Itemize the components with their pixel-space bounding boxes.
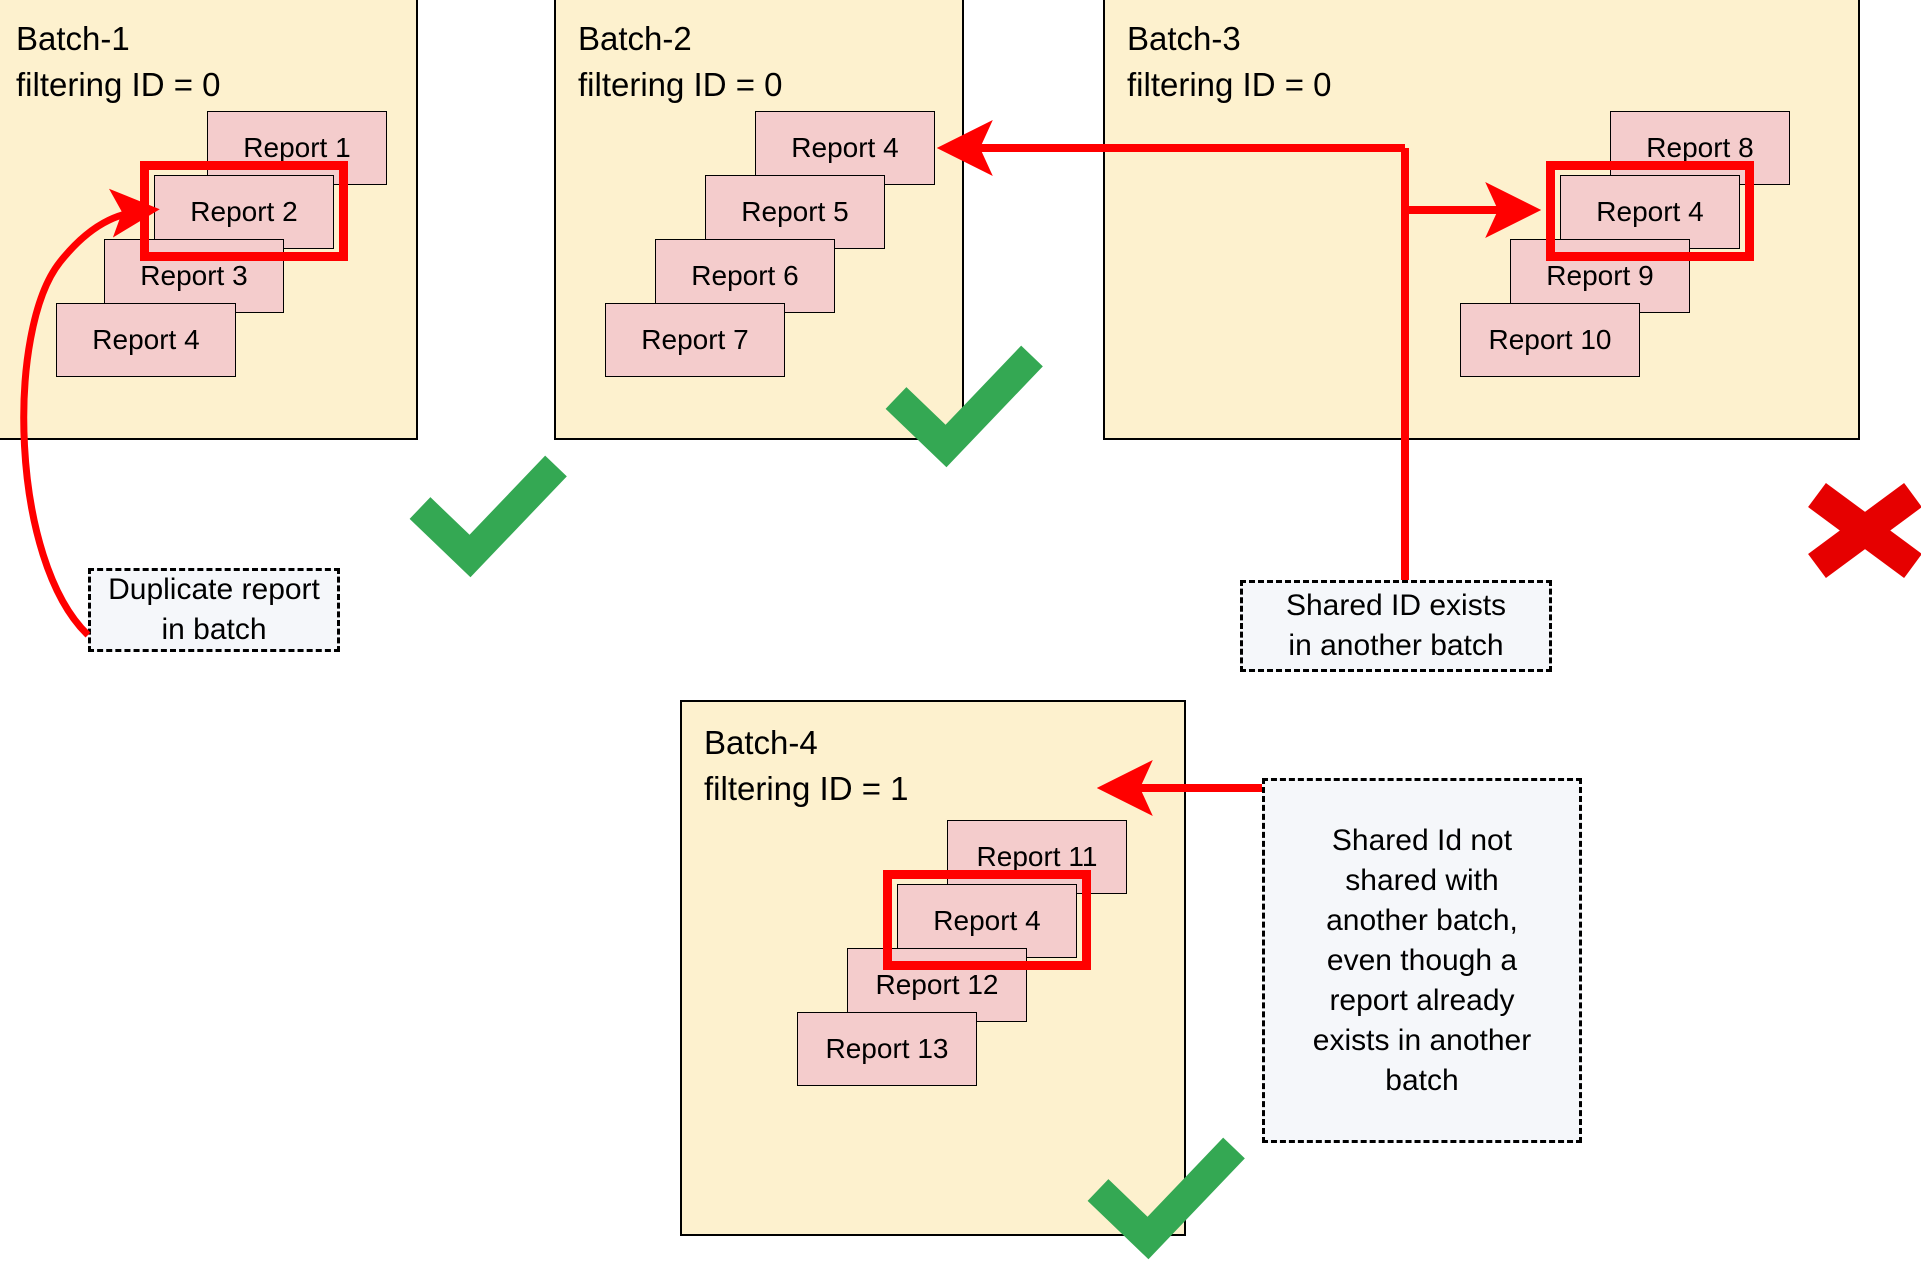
batch-filter-batch-4: filtering ID = 1: [704, 770, 909, 807]
report-card[interactable]: Report 4: [755, 111, 935, 185]
callout-text: Duplicate report in batch: [108, 573, 320, 646]
batch-title-batch-3: Batch-3 filtering ID = 0: [1127, 16, 1332, 108]
report-label: Report 4: [1596, 196, 1704, 227]
callout-duplicate-report: Duplicate report in batch: [88, 568, 340, 652]
report-label: Report 10: [1488, 324, 1612, 355]
report-label: Report 5: [741, 196, 849, 227]
report-label: Report 12: [875, 969, 999, 1000]
batch-filter-batch-2: filtering ID = 0: [578, 66, 783, 103]
report-label: Report 3: [140, 260, 248, 291]
report-label: Report 4: [92, 324, 200, 355]
report-label: Report 13: [825, 1033, 949, 1064]
report-card[interactable]: Report 6: [655, 239, 835, 313]
shared-id-highlight-rect: [1546, 161, 1754, 261]
batch-box-batch-2[interactable]: Batch-2 filtering ID = 0 Report 4 Report …: [554, 0, 964, 440]
callout-shared-id-not-shared: Shared Id not shared with another batch,…: [1262, 778, 1582, 1143]
shared-id-highlight-rect: [883, 870, 1091, 970]
batch-filter-batch-3: filtering ID = 0: [1127, 66, 1332, 103]
report-card[interactable]: Report 4: [897, 884, 1077, 958]
report-card[interactable]: Report 10: [1460, 303, 1640, 377]
report-card[interactable]: Report 1: [207, 111, 387, 185]
batch-name-batch-2: Batch-2: [578, 20, 692, 57]
callout-text: Shared ID exists in another batch: [1285, 589, 1507, 662]
batch-title-batch-4: Batch-4 filtering ID = 1: [704, 720, 909, 812]
callout-shared-id-exists: Shared ID exists in another batch: [1240, 580, 1552, 672]
report-card[interactable]: Report 4: [1560, 175, 1740, 249]
batch-box-batch-3[interactable]: Batch-3 filtering ID = 0 Report 8 Report …: [1103, 0, 1860, 440]
report-card[interactable]: Report 13: [797, 1012, 977, 1086]
report-label: Report 8: [1646, 132, 1754, 163]
batch-name-batch-4: Batch-4: [704, 724, 818, 761]
cross-icon: [1808, 482, 1921, 579]
report-label: Report 6: [691, 260, 799, 291]
batch-box-batch-4[interactable]: Batch-4 filtering ID = 1 Report 11 Report…: [680, 700, 1186, 1236]
batch-name-batch-1: Batch-1: [16, 20, 130, 57]
callout-text: Shared Id not shared with another batch,…: [1312, 823, 1532, 1097]
report-label: Report 4: [791, 132, 899, 163]
report-label: Report 1: [243, 132, 351, 163]
check-icon: [409, 455, 567, 578]
report-card[interactable]: Report 5: [705, 175, 885, 249]
report-label: Report 4: [933, 905, 1041, 936]
report-label: Report 9: [1546, 260, 1654, 291]
batch-title-batch-2: Batch-2 filtering ID = 0: [578, 16, 783, 108]
report-card[interactable]: Report 4: [56, 303, 236, 377]
batch-title-batch-1: Batch-1 filtering ID = 0: [16, 16, 221, 108]
batch-name-batch-3: Batch-3: [1127, 20, 1241, 57]
batch-box-batch-1[interactable]: Batch-1 filtering ID = 0 Report 1 Report …: [0, 0, 418, 440]
report-label: Report 7: [641, 324, 749, 355]
report-label: Report 2: [190, 196, 298, 227]
report-card[interactable]: Report 12: [847, 948, 1027, 1022]
report-card[interactable]: Report 9: [1510, 239, 1690, 313]
report-label: Report 11: [976, 841, 1098, 872]
report-card[interactable]: Report 8: [1610, 111, 1790, 185]
report-card[interactable]: Report 11: [947, 820, 1127, 894]
report-card[interactable]: Report 7: [605, 303, 785, 377]
batch-filter-batch-1: filtering ID = 0: [16, 66, 221, 103]
duplicate-highlight-rect: [140, 161, 348, 261]
